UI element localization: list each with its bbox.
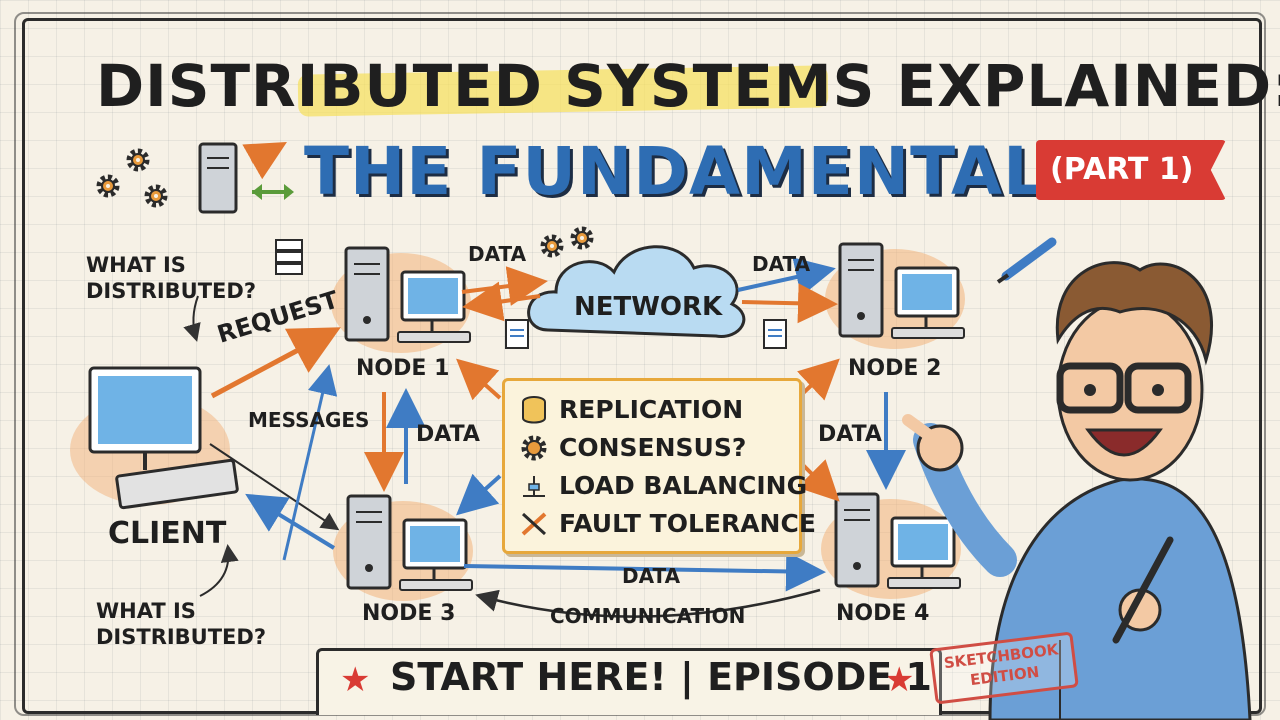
concept-item: FAULT TOLERANCE xyxy=(519,509,816,538)
messages-arrow xyxy=(282,364,338,561)
edge-label-data: DATA xyxy=(622,564,681,588)
title-exchange-arrows-icon xyxy=(242,142,294,200)
concept-label: REPLICATION xyxy=(559,395,744,424)
node4-label: NODE 4 xyxy=(836,601,930,626)
node2-computer xyxy=(823,242,967,351)
title-server-icon xyxy=(198,142,238,214)
communication-arrow xyxy=(475,588,821,618)
concept-item: LOAD BALANCING xyxy=(519,471,807,500)
footer-text: START HERE! | EPISODE 1 xyxy=(390,655,932,699)
document-icon xyxy=(763,319,787,349)
part-label: (PART 1) xyxy=(1050,152,1194,187)
presenter-character xyxy=(902,261,1252,720)
concept-label: FAULT TOLERANCE xyxy=(559,509,816,538)
request-arrow xyxy=(210,327,341,399)
star-icon: ★ xyxy=(884,660,915,700)
box-node3-arrow xyxy=(456,473,502,516)
network-node2-arrow xyxy=(737,257,836,297)
client-label: CLIENT xyxy=(108,516,227,551)
box-node4-arrow xyxy=(797,459,840,502)
messages-label: MESSAGES xyxy=(248,408,370,432)
node1-computer xyxy=(329,246,473,355)
star-icon: ★ xyxy=(340,660,371,700)
part-banner xyxy=(1036,140,1226,200)
network-label: NETWORK xyxy=(574,292,723,322)
page-title: DISTRIBUTED SYSTEMS EXPLAINED: xyxy=(96,52,1280,120)
node1-label: NODE 1 xyxy=(356,356,450,381)
node1-network-arrow xyxy=(461,266,548,306)
node3-computer xyxy=(331,494,475,603)
server-stack-icon xyxy=(275,239,303,275)
tools-icon xyxy=(519,510,549,538)
title-gear-icons xyxy=(99,151,165,205)
concept-label: LOAD BALANCING xyxy=(559,471,808,500)
callout-what-is-distributed: WHAT IS DISTRIBUTED? xyxy=(86,253,257,303)
box-node2-arrow xyxy=(796,358,840,401)
node4-computer xyxy=(819,492,963,601)
node3-label: NODE 3 xyxy=(362,601,456,626)
footer-banner xyxy=(316,648,942,715)
concept-label: CONSENSUS? xyxy=(559,433,747,462)
node2-label: NODE 2 xyxy=(848,356,942,381)
network-gear-icons xyxy=(543,229,591,255)
edge-label-data: DATA xyxy=(818,422,882,447)
box-node1-arrow xyxy=(456,358,502,401)
concepts-box: REPLICATION CONSENSUS? LOAD BALANCING FA… xyxy=(502,378,816,554)
client-node3-arrow xyxy=(209,443,340,531)
communication-label: COMMUNICATION xyxy=(550,604,746,628)
edge-label-data: DATA xyxy=(468,242,527,266)
edge-label-data: DATA xyxy=(752,252,811,276)
gear-icon xyxy=(519,434,549,462)
concept-item: CONSENSUS? xyxy=(519,433,746,462)
edge-label-data: DATA xyxy=(416,422,480,447)
page-subtitle: THE FUNDAMENTALS xyxy=(304,133,1095,210)
network-node2-arrow-2 xyxy=(741,283,838,324)
callout-what-is-distributed: WHAT IS DISTRIBUTED? xyxy=(96,599,267,649)
callout-pointer-top xyxy=(183,295,201,342)
network-node1-arrow xyxy=(462,281,541,322)
callout-pointer-bottom xyxy=(199,544,239,597)
balance-icon xyxy=(519,472,549,500)
database-icon xyxy=(519,395,549,424)
pen-icon xyxy=(996,237,1057,284)
client-computer xyxy=(70,366,239,510)
outer-frame xyxy=(14,12,1266,716)
concept-item: REPLICATION xyxy=(519,395,743,424)
node3-node4-arrow xyxy=(463,551,826,592)
document-icon xyxy=(505,319,529,349)
